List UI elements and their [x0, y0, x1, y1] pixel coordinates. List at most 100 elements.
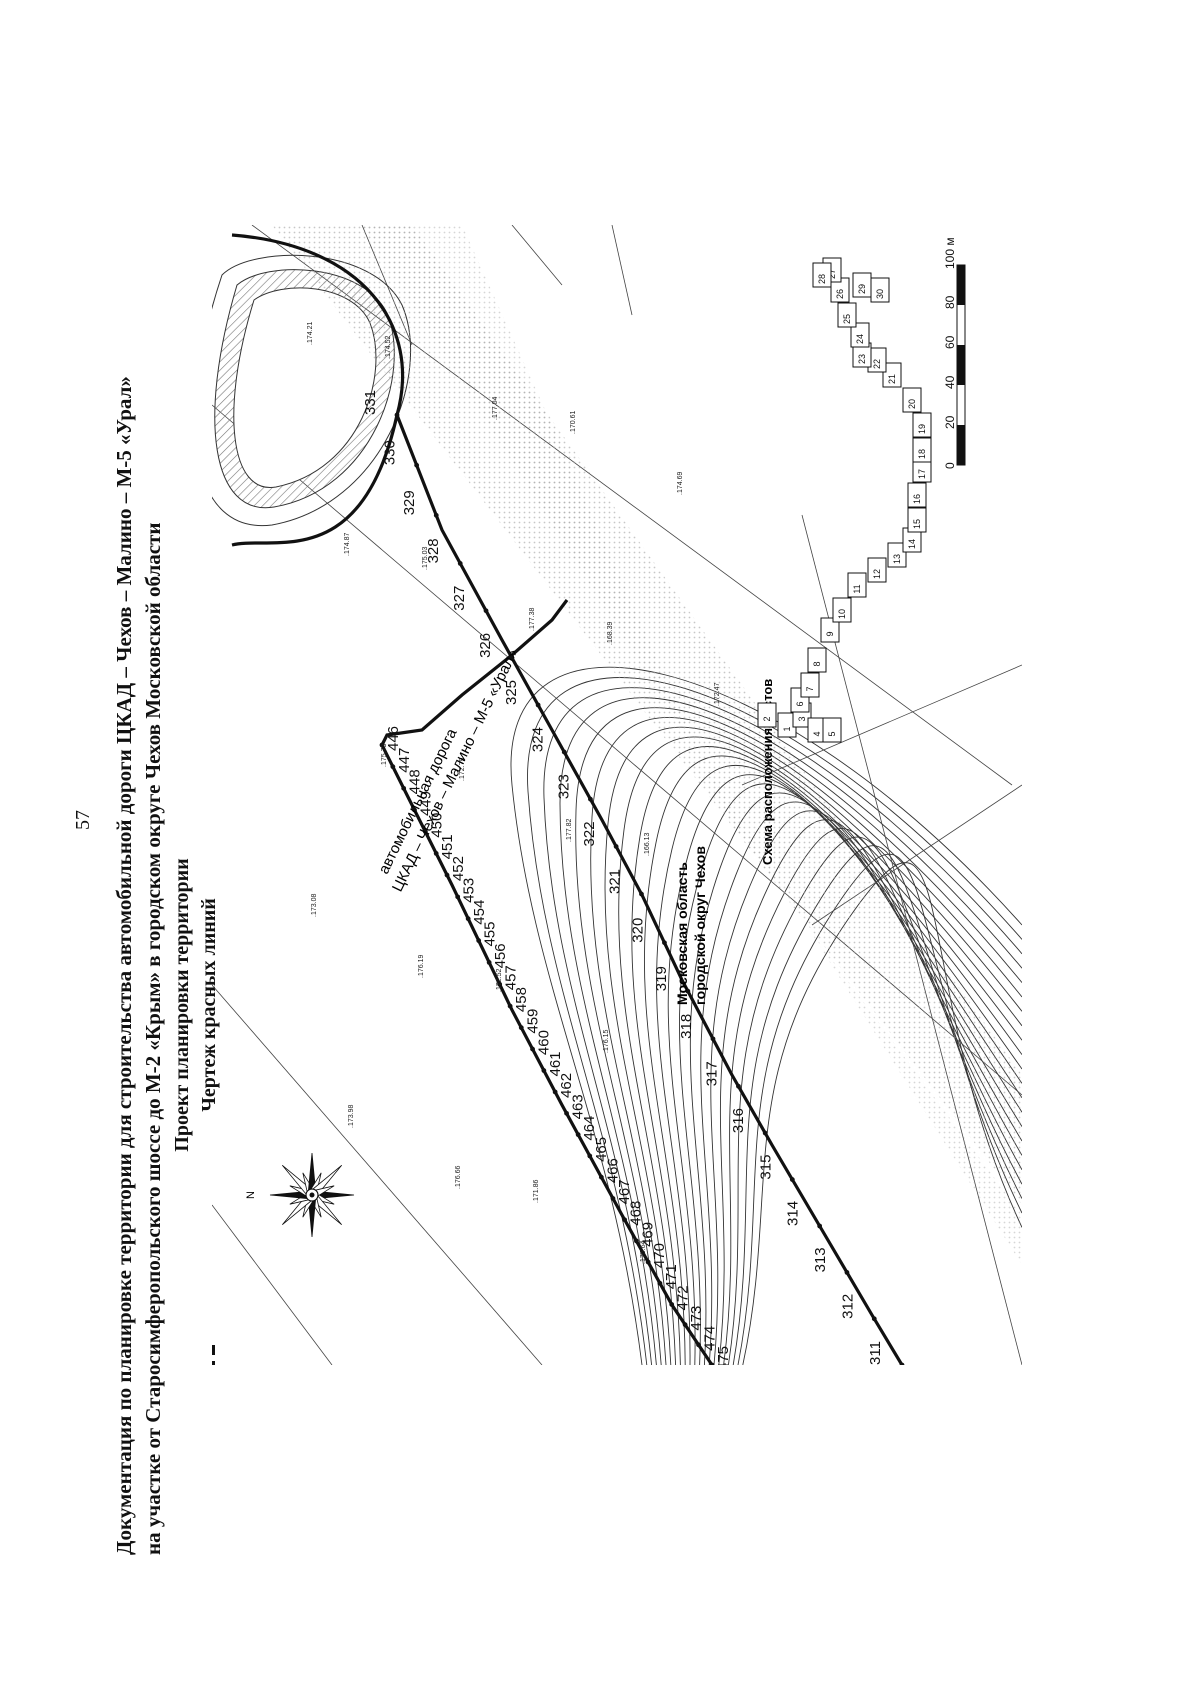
sheet-cell [882, 362, 902, 388]
upper-point-label: 324 [529, 727, 546, 752]
elevation-mark: .174.52 [385, 336, 392, 359]
lower-point-label: 465 [593, 1137, 610, 1162]
red-line-vertex [483, 608, 489, 614]
north-label: N [245, 1191, 257, 1199]
sheet-cell [820, 617, 840, 643]
elevation-mark: .173.08 [311, 894, 318, 917]
sheet-number: 2 [762, 716, 772, 721]
upper-point-label: 312 [839, 1294, 856, 1319]
upper-line-point-labels: 3313303293283273263253243233223213203193… [362, 390, 905, 1365]
sheet-number: 25 [842, 314, 852, 324]
lower-point-label: 447 [396, 748, 413, 773]
sheet-cell [870, 277, 890, 303]
contour-line [527, 677, 1022, 1365]
elevation-mark: .175.64 [640, 1241, 647, 1264]
sheet-number: 29 [857, 284, 867, 294]
sheet-number: 20 [907, 399, 917, 409]
scale-label: 80 [943, 295, 957, 309]
red-line-vertex [561, 749, 567, 755]
elevation-mark: .172.52 [496, 969, 503, 992]
red-line-vertex [622, 1217, 628, 1223]
sheet-cell [807, 647, 827, 673]
red-line-vertex [507, 1003, 513, 1009]
lower-line-point-labels: 4464474484494504514524534544554564574584… [379, 726, 732, 1365]
sheet-number: 30 [875, 289, 885, 299]
red-line-vertex [564, 1110, 569, 1116]
lower-point-label: 475 [715, 1346, 732, 1365]
lower-point-label: 474 [702, 1326, 719, 1351]
elevation-mark: .177.38 [529, 608, 536, 631]
lower-point-label: 464 [581, 1116, 598, 1141]
road-corridor-2 [362, 225, 1022, 1265]
scale-label: 40 [943, 375, 957, 389]
upper-point-label: 317 [703, 1061, 720, 1086]
red-line-vertex [497, 981, 503, 987]
upper-point-label: 327 [451, 586, 468, 611]
sheet-number: 26 [835, 289, 845, 299]
upper-point-label: 311 [867, 1341, 884, 1365]
region-label-line-2: городской округ Чехов [692, 846, 708, 1005]
red-line-vertex [575, 1132, 581, 1138]
lower-point-label: 452 [450, 856, 467, 881]
red-line-vertex [455, 894, 461, 900]
sheet-number: 5 [827, 731, 837, 736]
red-line-vertex [657, 1280, 663, 1286]
red-line-vertex [587, 1153, 593, 1159]
scale-label: 20 [943, 415, 957, 429]
red-line-vertex [736, 1083, 741, 1089]
sheet-number: 27 [827, 269, 837, 279]
region-label: Московская область городской округ Чехов [674, 846, 708, 1005]
red-line-vertex [685, 988, 691, 994]
sheet-number: 24 [855, 334, 865, 344]
upper-point-label: 315 [757, 1155, 774, 1180]
red-line-vertex [871, 1316, 877, 1322]
upper-point-label: 326 [477, 633, 494, 658]
red-line-vertex [844, 1270, 850, 1275]
elevation-mark: .174.87 [344, 533, 351, 556]
sheet-cell [912, 437, 932, 463]
red-line-vertex [518, 1025, 524, 1031]
red-line-vertex [379, 742, 385, 748]
lower-point-label: 455 [482, 922, 499, 947]
road-corridor [272, 225, 1022, 1205]
elevation-mark: .176.15 [603, 1030, 610, 1053]
contour-line [631, 746, 1022, 1365]
upper-point-label: 316 [730, 1108, 747, 1133]
upper-point-label: 329 [401, 490, 418, 515]
sheet-cell [812, 262, 832, 288]
scale-label: 0 [943, 462, 957, 469]
sheet-number: 11 [852, 584, 862, 593]
sheet-number: 9 [825, 631, 835, 636]
elevation-mark: .176.19 [418, 955, 425, 978]
sheet-number: 17 [917, 469, 927, 479]
red-line-vertex [709, 1362, 715, 1365]
lower-point-label: 467 [616, 1179, 633, 1204]
red-line-vertex [710, 1036, 716, 1042]
upper-point-label: 321 [606, 869, 623, 894]
sheet-number: 16 [912, 494, 922, 504]
lower-point-label: 451 [439, 834, 456, 859]
lower-point-label: 456 [492, 943, 509, 968]
lower-point-label: 468 [628, 1201, 645, 1226]
red-line-vertex [696, 1342, 701, 1348]
lower-point-label: 460 [536, 1030, 553, 1055]
page-number: 57 [72, 810, 94, 830]
lower-point-label: 466 [604, 1158, 621, 1183]
region-label-line-1: Московская область [674, 862, 690, 1005]
red-line-vertex [394, 412, 400, 418]
red-line-vertex [817, 1223, 823, 1229]
lower-point-label: 454 [471, 900, 488, 925]
sheet-number: 21 [887, 374, 897, 384]
elevation-mark: .177.82 [566, 819, 573, 842]
red-line-vertex [762, 1130, 768, 1136]
sheet-cell [912, 412, 932, 438]
lower-point-label: 469 [639, 1222, 656, 1247]
upper-point-label: 325 [503, 680, 520, 705]
red-line-vertex [613, 844, 619, 849]
sheet-cell [850, 322, 870, 348]
red-line-vertex [414, 462, 420, 468]
red-line-vertex [535, 702, 541, 708]
lower-point-label: 472 [675, 1285, 692, 1310]
